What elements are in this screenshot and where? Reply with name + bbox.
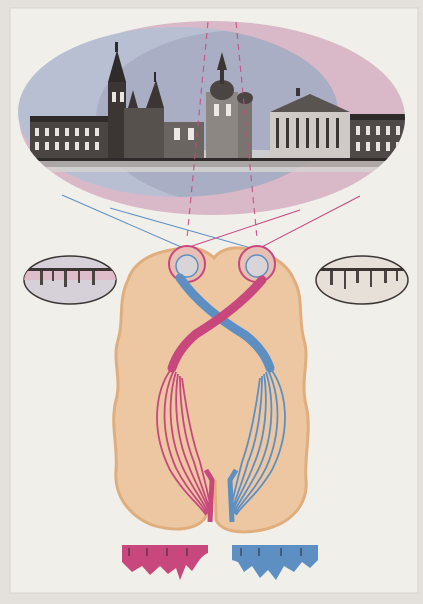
right-monocular-view <box>316 256 408 304</box>
left-monocular-view <box>24 256 116 304</box>
